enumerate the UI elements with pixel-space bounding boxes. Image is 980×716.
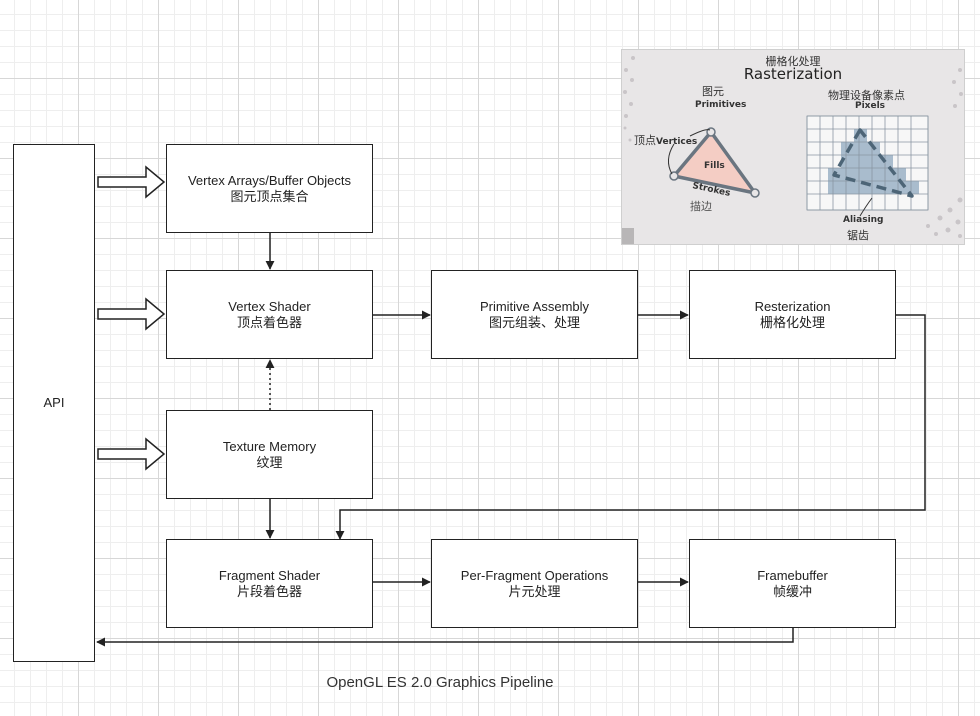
vertices-label-zh: 顶点: [634, 134, 656, 147]
framebuffer-label-zh: 帧缓冲: [772, 583, 812, 599]
framebuffer-label: Framebuffer: [757, 567, 828, 583]
api-to-vertex-shader-arrow: [97, 297, 166, 331]
primitive-assembly-label: Primitive Assembly: [479, 298, 590, 314]
aliasing-label-en: Aliasing: [843, 215, 884, 225]
diagram-caption: OpenGL ES 2.0 Graphics Pipeline: [326, 674, 554, 691]
aliasing-label-zh: 锯齿: [847, 229, 869, 242]
per-fragment-ops-box: Per-Fragment Operations 片元处理: [431, 539, 638, 628]
pixels-label-zh: 物理设备像素点: [828, 89, 905, 102]
api-to-vertex-arrays-arrow: [97, 165, 166, 199]
fragment-shader-label: Fragment Shader: [218, 567, 321, 583]
rasterization-illustration: 栅格化处理 Rasterization 图元 Primitives 物理设备像素…: [621, 49, 965, 245]
vertices-callout-arrow-left: [668, 143, 675, 175]
pixel-grid-lines: [806, 115, 929, 211]
right-texture-decoration: [926, 68, 963, 238]
vertex-arrays-label: Vertex Arrays/Buffer Objects: [187, 172, 352, 188]
per-fragment-ops-label-zh: 片元处理: [508, 583, 561, 599]
arrow-rasterization-to-fragment-shader: [335, 314, 926, 540]
vertex-point-right: [750, 188, 760, 198]
aliased-triangle-outline: [832, 128, 914, 198]
vertex-shader-box: Vertex Shader 顶点着色器: [166, 270, 373, 359]
rasterization-label: Resterization: [754, 298, 831, 314]
fragment-shader-box: Fragment Shader 片段着色器: [166, 539, 373, 628]
aliasing-callout-arrow: [859, 197, 873, 217]
primitive-triangle: [672, 130, 757, 195]
left-texture-decoration: [623, 56, 635, 142]
pixels-label-en: Pixels: [855, 101, 886, 111]
inset-title-en: Rasterization: [743, 65, 843, 83]
arrow-framebuffer-to-api: [96, 627, 794, 647]
vertex-shader-label-zh: 顶点着色器: [236, 314, 302, 330]
primitive-assembly-label-zh: 图元组装、处理: [488, 314, 580, 330]
per-fragment-ops-label: Per-Fragment Operations: [460, 567, 609, 583]
api-label: API: [43, 395, 65, 410]
vertex-arrays-label-zh: 图元顶点集合: [230, 188, 309, 204]
fills-label: Fills: [704, 161, 725, 171]
vertices-label: 顶点Vertices: [634, 132, 697, 148]
primitives-label-en: Primitives: [695, 100, 747, 110]
texture-memory-label: Texture Memory: [222, 438, 317, 454]
api-box: API: [13, 144, 95, 662]
fragment-shader-label-zh: 片段着色器: [236, 583, 302, 599]
rasterization-box: Resterization 栅格化处理: [689, 270, 896, 359]
framebuffer-box: Framebuffer 帧缓冲: [689, 539, 896, 628]
inset-title-zh: 栅格化处理: [765, 55, 821, 68]
vertices-label-en: Vertices: [656, 137, 698, 147]
play-control-icon: [622, 228, 634, 244]
strokes-label-zh: 描边: [690, 200, 712, 213]
rasterization-illustration-drawing: [622, 56, 963, 244]
texture-memory-label-zh: 纹理: [256, 454, 283, 470]
api-to-texture-memory-arrow: [97, 437, 166, 471]
primitives-label-zh: 图元: [702, 85, 724, 98]
vertex-shader-label: Vertex Shader: [228, 298, 311, 314]
vertices-callout-arrow: [689, 129, 711, 137]
vertex-arrays-box: Vertex Arrays/Buffer Objects 图元顶点集合: [166, 144, 373, 233]
primitive-assembly-box: Primitive Assembly 图元组装、处理: [431, 270, 638, 359]
texture-memory-box: Texture Memory 纹理: [166, 410, 373, 499]
rasterization-label-zh: 栅格化处理: [759, 314, 825, 330]
